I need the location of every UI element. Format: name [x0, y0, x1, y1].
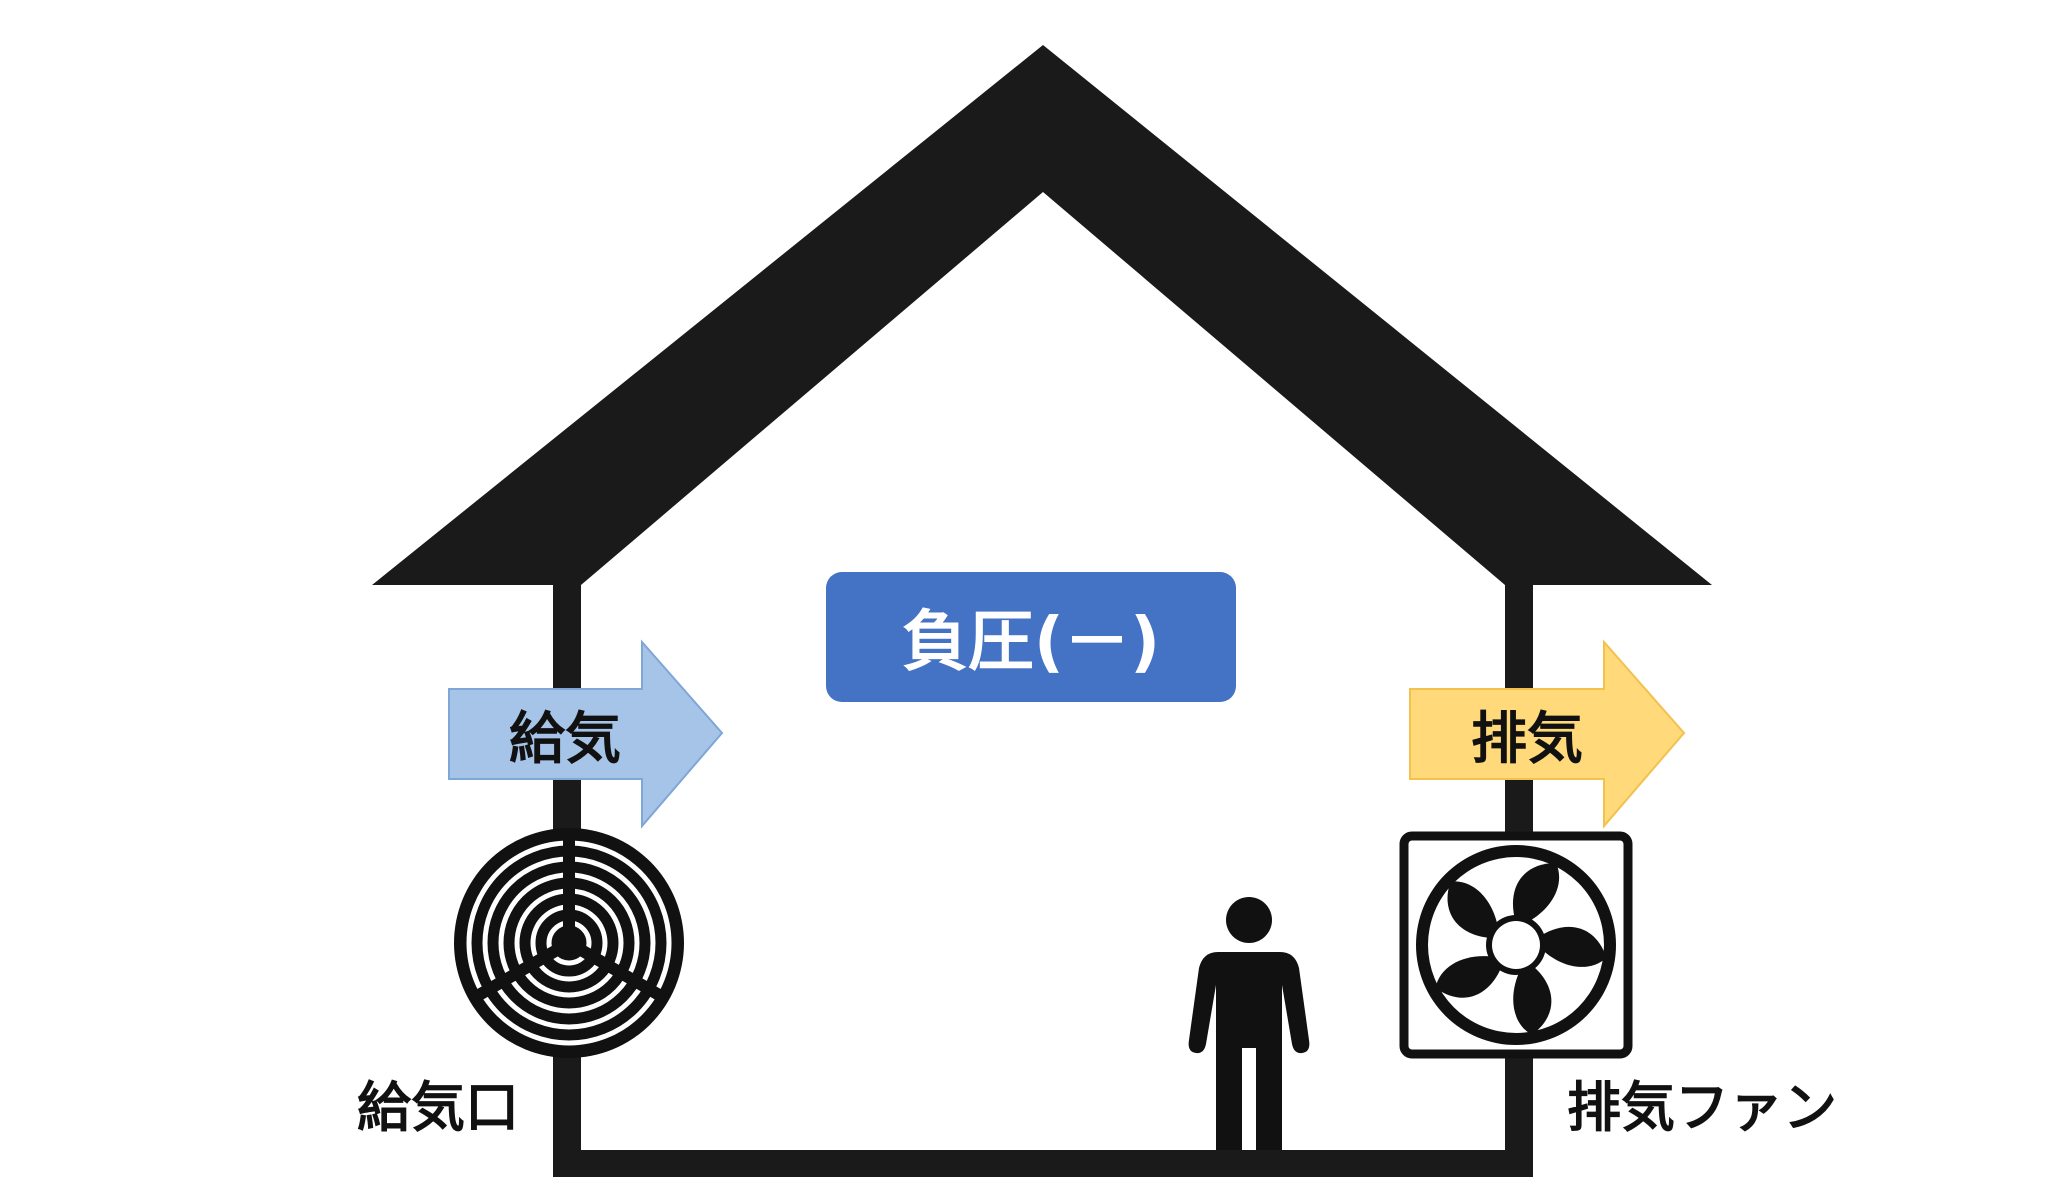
pressure-box-bg — [826, 572, 1236, 702]
exhaust-arrow-shape — [1409, 639, 1686, 829]
house-floor — [553, 1150, 1533, 1177]
supply-arrow: 給気 — [448, 639, 724, 829]
pressure-box-label: 負圧(－) — [902, 603, 1160, 680]
supply-arrow-shape — [448, 639, 724, 829]
house-roof — [372, 45, 1712, 585]
negative-pressure-box: 負圧(－) — [826, 572, 1236, 702]
exhaust-arrow: 排気 — [1409, 639, 1686, 829]
exhaust-fan-icon — [1399, 831, 1633, 1059]
exhaust-fan-label: 排気ファン — [1567, 1076, 1837, 1139]
person-icon — [1188, 897, 1310, 1150]
exhaust-arrow-label: 排気 — [1471, 707, 1583, 772]
supply-vent-label: 給気口 — [357, 1076, 519, 1139]
circular-vent-icon — [454, 828, 684, 1058]
supply-arrow-label: 給気 — [509, 707, 621, 772]
